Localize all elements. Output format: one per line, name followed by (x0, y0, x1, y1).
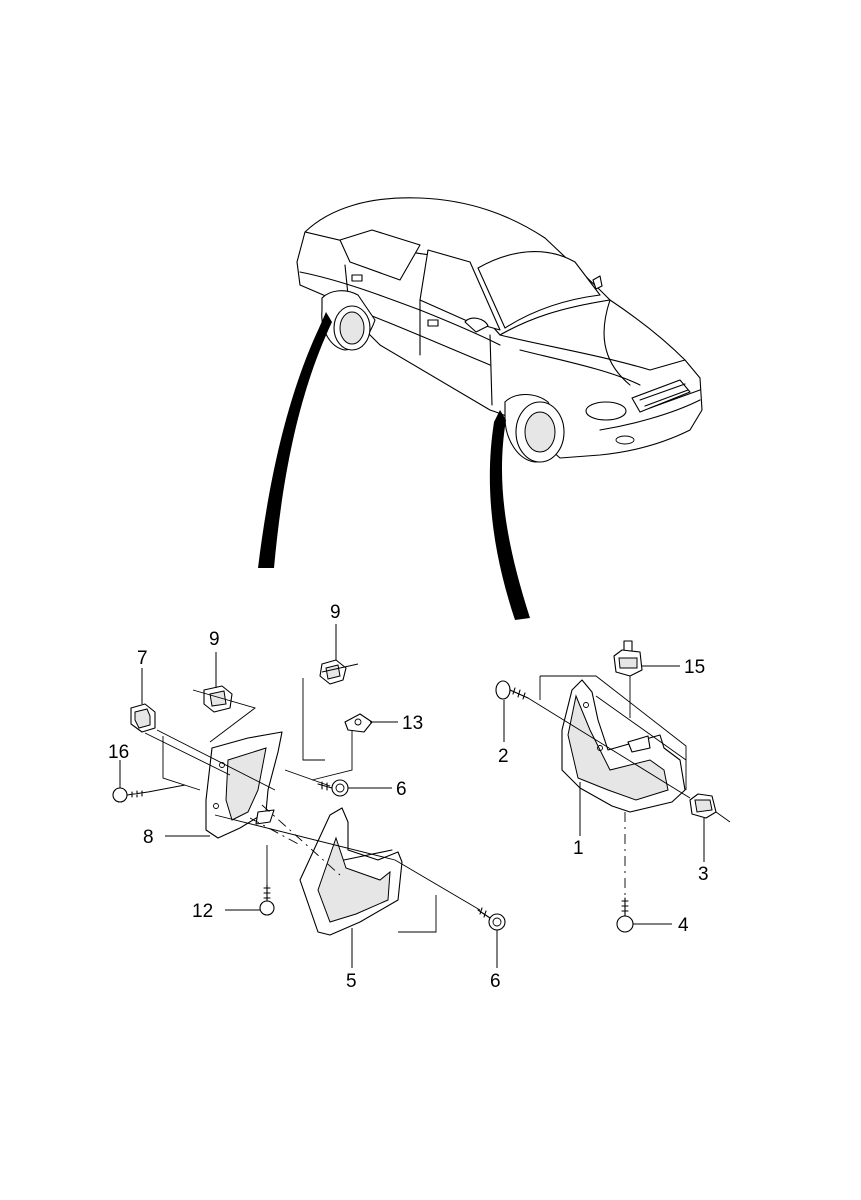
mudflap-part-1 (561, 679, 686, 813)
rear-wheel-arrow (258, 312, 332, 568)
screw-part-6-lower (477, 907, 506, 931)
screw-part-2 (495, 680, 529, 700)
clip-part-9-left (203, 685, 233, 713)
callout-1: 1 (573, 838, 584, 859)
liner-part-8 (205, 731, 283, 839)
screw-part-6-upper (317, 779, 349, 797)
callout-5: 5 (346, 971, 357, 992)
location-arrows (258, 312, 530, 620)
clip-part-15 (613, 640, 643, 677)
callout-6-upper: 6 (396, 779, 407, 800)
callout-13: 13 (402, 713, 423, 734)
rear-mudguard-assembly (112, 659, 506, 936)
screw-part-16 (112, 787, 149, 803)
callout-16: 16 (108, 742, 129, 763)
callout-9-left: 9 (209, 629, 220, 650)
nut-plate-part-13 (344, 713, 373, 733)
mudflap-part-5 (299, 807, 403, 936)
clip-part-3 (689, 793, 717, 819)
clip-part-7 (130, 703, 156, 733)
screw-part-12 (259, 884, 275, 916)
callout-2: 2 (498, 746, 509, 767)
callout-8: 8 (143, 827, 154, 848)
callout-15: 15 (684, 657, 705, 678)
callout-6-lower: 6 (490, 971, 501, 992)
callout-3: 3 (698, 864, 709, 885)
callout-leaders (119, 624, 705, 968)
callout-9-right: 9 (330, 602, 341, 623)
callout-7: 7 (137, 648, 148, 669)
front-wheel-arrow (489, 410, 530, 620)
front-mudguard-assembly (495, 640, 731, 933)
screw-part-4 (616, 897, 634, 933)
sedan-illustration (296, 197, 703, 463)
callout-12: 12 (192, 901, 213, 922)
callout-4: 4 (678, 915, 689, 936)
callout-numbers: 7 9 9 13 6 16 8 12 5 6 15 2 1 3 4 (108, 602, 709, 992)
